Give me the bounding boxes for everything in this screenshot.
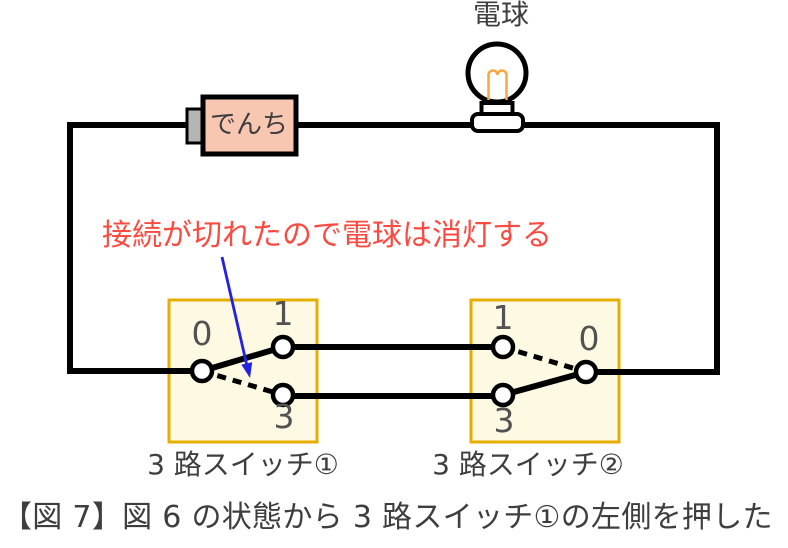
battery [185,94,299,157]
battery-body [200,94,299,157]
switch1-lever-dashed-broken [201,368,284,398]
annotation-arrow-head [241,362,253,378]
switch2-lever-dashed-broken [502,344,587,375]
battery-label: でんち [209,110,289,140]
bulb-filament-icon [487,69,508,100]
switch1-terminal-0-circle [189,358,215,384]
switch1-terminal-3-circle [270,382,296,408]
switch1-terminal-1-circle [270,334,296,360]
switch2-terminal-0-label: 0 [578,319,600,358]
wire-left-loop [67,122,192,374]
light-bulb [465,41,529,133]
switch1-name-label: 3 路スイッチ① [147,448,339,481]
switch2-terminal-0-circle [573,359,599,385]
figure-caption: 【図 7】図 6 の状態から 3 路スイッチ①の左側を押した [2,500,773,535]
switch1-lever-solid [201,344,284,374]
annotation-arrow-shaft [220,256,249,367]
annotation-text: 接続が切れたので電球は消灯する [102,218,552,253]
switch1-terminal-1-label: 1 [272,294,294,333]
switch1-terminal-0-label: 0 [191,314,213,353]
switch1-terminal-3-label: 3 [273,397,295,436]
switch2-name-label: 3 路スイッチ② [432,448,624,481]
switch2-terminal-3-label: 3 [493,401,515,440]
switch2-lever-solid [502,369,587,398]
bulb-label: 電球 [472,0,530,31]
bulb-base [470,112,525,133]
annotation-arrow-icon [220,256,253,378]
switch2-terminal-1-label: 1 [492,298,514,337]
switch2-terminal-1-circle [490,334,516,360]
switch2-terminal-3-circle [490,382,516,408]
